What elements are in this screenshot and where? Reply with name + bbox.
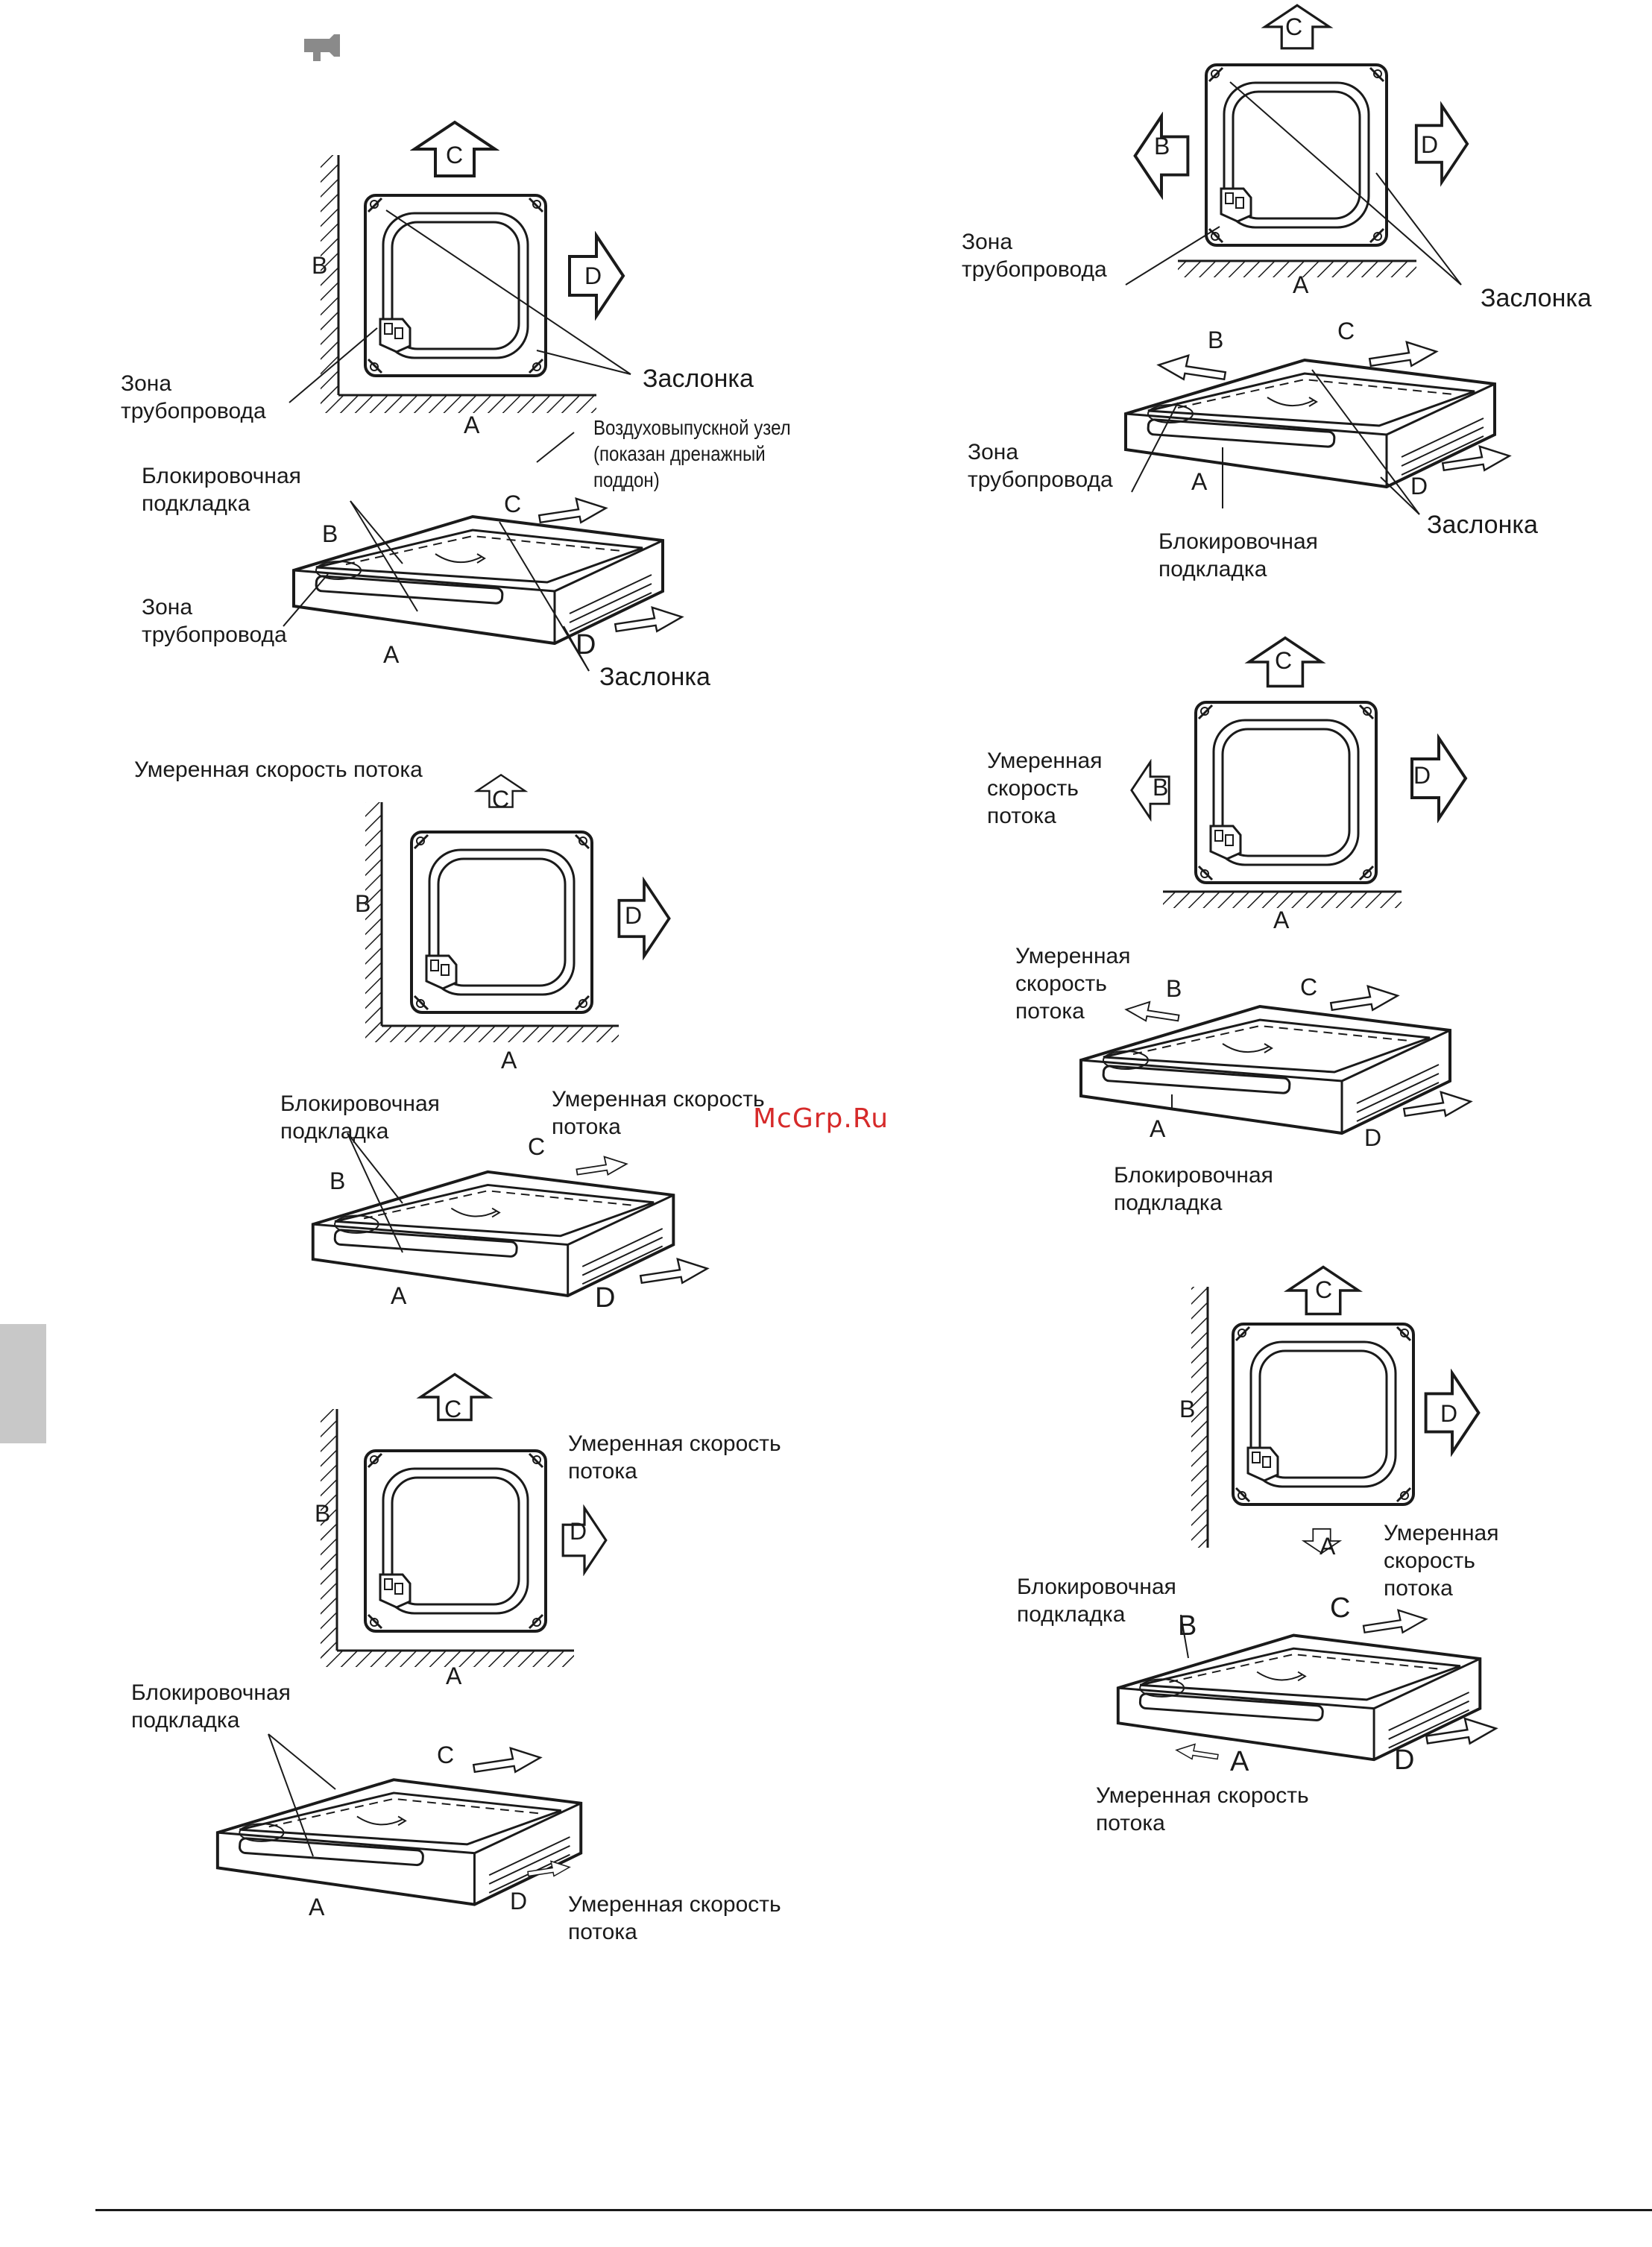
pipe-zone-label-2: Зона трубопровода xyxy=(968,440,1113,492)
damper-label: Заслонка xyxy=(1481,284,1592,312)
wall-label-a: A xyxy=(464,412,480,438)
pan-label-a: A xyxy=(309,1894,325,1920)
pan-label-a: A xyxy=(1150,1115,1166,1142)
pan-label-a: A xyxy=(1230,1746,1249,1777)
pipe-zone-label: Зона трубопровода xyxy=(962,230,1107,282)
moderate-flow-label-2: Умеренная скорость потока xyxy=(1096,1783,1309,1835)
pan-label-d: D xyxy=(510,1888,528,1914)
pan-label-d: D xyxy=(1364,1124,1382,1151)
blocking-pad-label: Блокировочная подкладка xyxy=(1017,1575,1176,1627)
figure-corner-bottom xyxy=(218,1373,608,1904)
figure-corner-two-walls xyxy=(283,121,684,672)
wall-label-b: B xyxy=(1179,1396,1196,1422)
pipe-zone-label: Зона трубопровода xyxy=(121,371,266,423)
wall-label-a: A xyxy=(1273,907,1290,933)
pan-label-c: C xyxy=(1330,1592,1351,1624)
moderate-flow-label: Умеренная скорость потока xyxy=(1384,1521,1499,1601)
blocking-pad-label: Блокировочная подкладка xyxy=(142,464,301,516)
wall-label-b: B xyxy=(315,1500,331,1527)
pan-label-d: D xyxy=(576,629,596,661)
section-tab-marker xyxy=(0,1324,46,1443)
pan-label-a: A xyxy=(1191,468,1208,495)
wall-label-a: A xyxy=(1293,271,1309,298)
pan-label-b: B xyxy=(330,1167,346,1194)
wall-label-c: C xyxy=(492,786,510,813)
moderate-flow-label: Умеренная скорость потока xyxy=(134,757,423,782)
wall-label-d: D xyxy=(584,262,602,289)
blocking-pad-label: Блокировочная подкладка xyxy=(1114,1163,1273,1215)
pan-label-c: C xyxy=(437,1742,455,1768)
wall-label-b: B xyxy=(312,252,328,279)
watermark-text: McGrp.Ru xyxy=(753,1103,889,1134)
footer-rule xyxy=(95,2209,1652,2211)
damper-label-2: Заслонка xyxy=(1427,511,1538,539)
pan-label-c: C xyxy=(1337,318,1355,344)
moderate-flow-label-2: Умеренная скорость потока xyxy=(1015,944,1131,1024)
wall-label-c: C xyxy=(444,1396,462,1422)
wall-label-c: C xyxy=(1315,1276,1333,1303)
pan-label-d: D xyxy=(1394,1745,1415,1776)
wall-label-b: B xyxy=(1153,774,1169,801)
pan-label-c: C xyxy=(1300,974,1318,1000)
wall-label-c: C xyxy=(446,142,464,168)
pan-label-a: A xyxy=(391,1282,407,1309)
moderate-flow-label-2: Умеренная скорость потока xyxy=(568,1892,781,1944)
wall-label-a: A xyxy=(446,1663,462,1689)
moderate-flow-label-2: Умеренная скорость потока xyxy=(552,1087,765,1139)
blocking-pad-label: Блокировочная подкладка xyxy=(280,1091,440,1144)
figure-corner-moderate xyxy=(313,774,709,1296)
moderate-flow-label: Умеренная скорость потока xyxy=(568,1431,781,1484)
outlet-unit-label: Воздуховыпускной узел (показан дренажный… xyxy=(593,416,791,491)
wall-label-d: D xyxy=(625,902,643,929)
wall-label-c: C xyxy=(1275,647,1293,674)
hand-pointer-icon xyxy=(304,34,340,61)
moderate-flow-label: Умеренная скорость потока xyxy=(987,749,1103,828)
pan-label-a: A xyxy=(383,641,400,668)
figure-side-wall-bottom xyxy=(1118,1265,1497,1760)
wall-label-d: D xyxy=(1440,1400,1458,1427)
pipe-zone-label-2: Зона трубопровода xyxy=(142,595,287,647)
pan-label-d: D xyxy=(595,1282,616,1314)
pan-label-b: B xyxy=(1178,1610,1197,1642)
wall-label-d: D xyxy=(1413,762,1431,789)
wall-label-d: D xyxy=(570,1518,587,1545)
figure-one-wall-moderate xyxy=(1081,636,1472,1133)
pan-label-b: B xyxy=(1166,975,1182,1002)
blocking-pad-label: Блокировочная подкладка xyxy=(131,1680,291,1733)
wall-label-d: D xyxy=(1421,131,1439,158)
pan-label-d: D xyxy=(1410,473,1428,499)
wall-label-a: A xyxy=(1320,1533,1336,1560)
pan-label-c: C xyxy=(528,1133,546,1160)
figure-one-wall-a xyxy=(1126,4,1511,515)
pan-label-b: B xyxy=(1208,327,1224,353)
blocking-pad-label: Блокировочная подкладка xyxy=(1158,529,1318,582)
wall-label-b: B xyxy=(1154,133,1170,160)
pan-label-c: C xyxy=(504,491,522,517)
pan-label-b: B xyxy=(322,520,338,547)
wall-label-c: C xyxy=(1285,13,1303,40)
damper-label: Заслонка xyxy=(643,365,754,393)
damper-label-2: Заслонка xyxy=(599,663,710,691)
wall-label-b: B xyxy=(355,890,371,917)
wall-label-a: A xyxy=(501,1047,517,1074)
